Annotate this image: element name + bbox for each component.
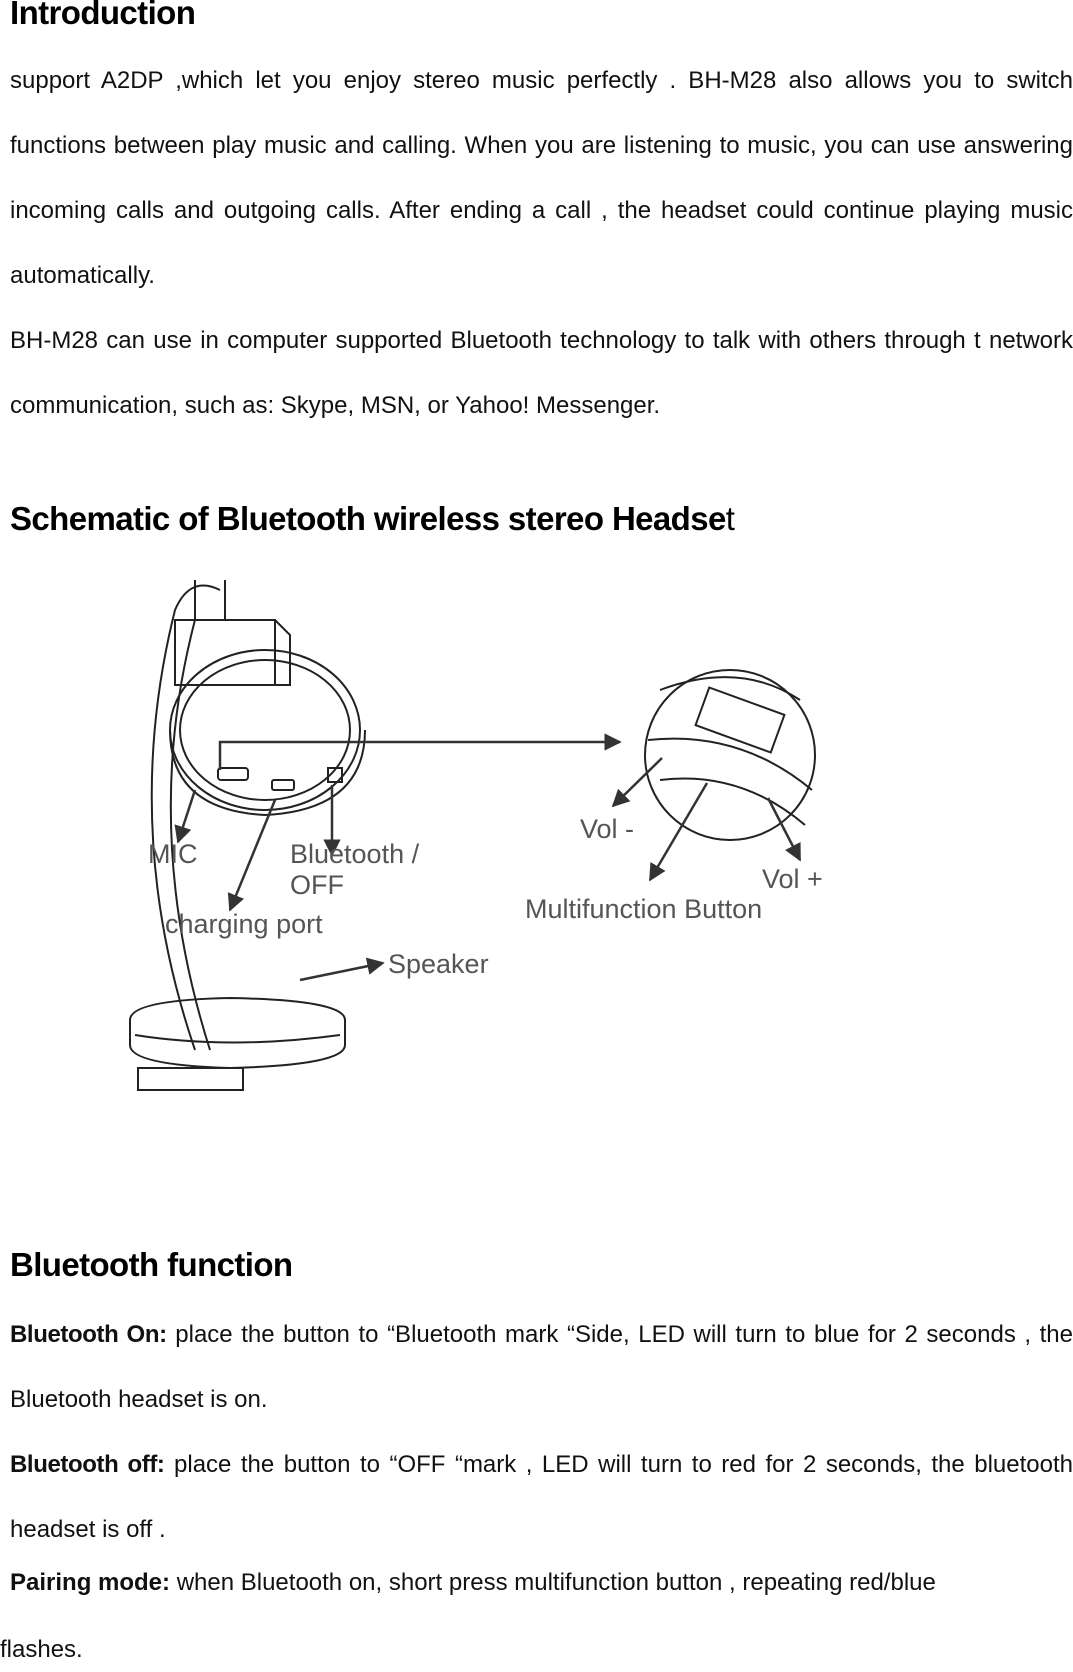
speaker-label: Speaker (388, 949, 489, 979)
schematic-heading: Schematic of Bluetooth wireless stereo H… (10, 500, 735, 538)
vol-plus-label: Vol + (762, 864, 823, 894)
pairing-mode-text: when Bluetooth on, short press multifunc… (170, 1569, 936, 1596)
mic-label: MIC (148, 839, 198, 869)
introduction-body: support A2DP ,which let you enjoy stereo… (10, 48, 1073, 438)
vol-minus-label: Vol - (580, 814, 634, 844)
introduction-heading: Introduction (10, 0, 196, 31)
bluetooth-off-text: place the button to “OFF “mark , LED wil… (10, 1451, 1073, 1543)
bluetooth-function-heading: Bluetooth function (10, 1246, 293, 1283)
bluetooth-on-text: place the button to “Bluetooth mark “Sid… (10, 1321, 1073, 1413)
introduction-paragraph-2: BH-M28 can use in computer supported Blu… (10, 327, 1073, 419)
bluetooth-off-label-line1: Bluetooth / (290, 839, 420, 869)
headset-outline (129, 580, 816, 1091)
bluetooth-off-label: Bluetooth off: (10, 1451, 165, 1478)
pairing-mode-text-tail: flashes. (0, 1636, 83, 1663)
bluetooth-off-label-line2: OFF (290, 870, 344, 900)
bluetooth-function-body: Bluetooth On: place the button to “Bluet… (10, 1302, 1073, 1562)
pairing-mode-paragraph: Pairing mode: when Bluetooth on, short p… (10, 1566, 936, 1600)
headset-schematic-drawing: MIC Bluetooth / OFF charging port Speake… (129, 580, 823, 1091)
bluetooth-on-label: Bluetooth On: (10, 1321, 167, 1348)
schematic-heading-tail: t (725, 500, 735, 537)
pointer-arrows (174, 733, 802, 982)
charging-port-label: charging port (165, 909, 323, 939)
introduction-paragraph-1: support A2DP ,which let you enjoy stereo… (10, 67, 1073, 289)
multifunction-button-label: Multifunction Button (525, 894, 762, 924)
bluetooth-on-paragraph: Bluetooth On: place the button to “Bluet… (10, 1302, 1073, 1432)
schematic-heading-main: Schematic of Bluetooth wireless stereo H… (10, 500, 726, 537)
bluetooth-off-paragraph: Bluetooth off: place the button to “OFF … (10, 1432, 1073, 1562)
pairing-mode-label: Pairing mode: (10, 1569, 171, 1596)
headset-schematic-figure: MIC Bluetooth / OFF charging port Speake… (100, 580, 1000, 1180)
